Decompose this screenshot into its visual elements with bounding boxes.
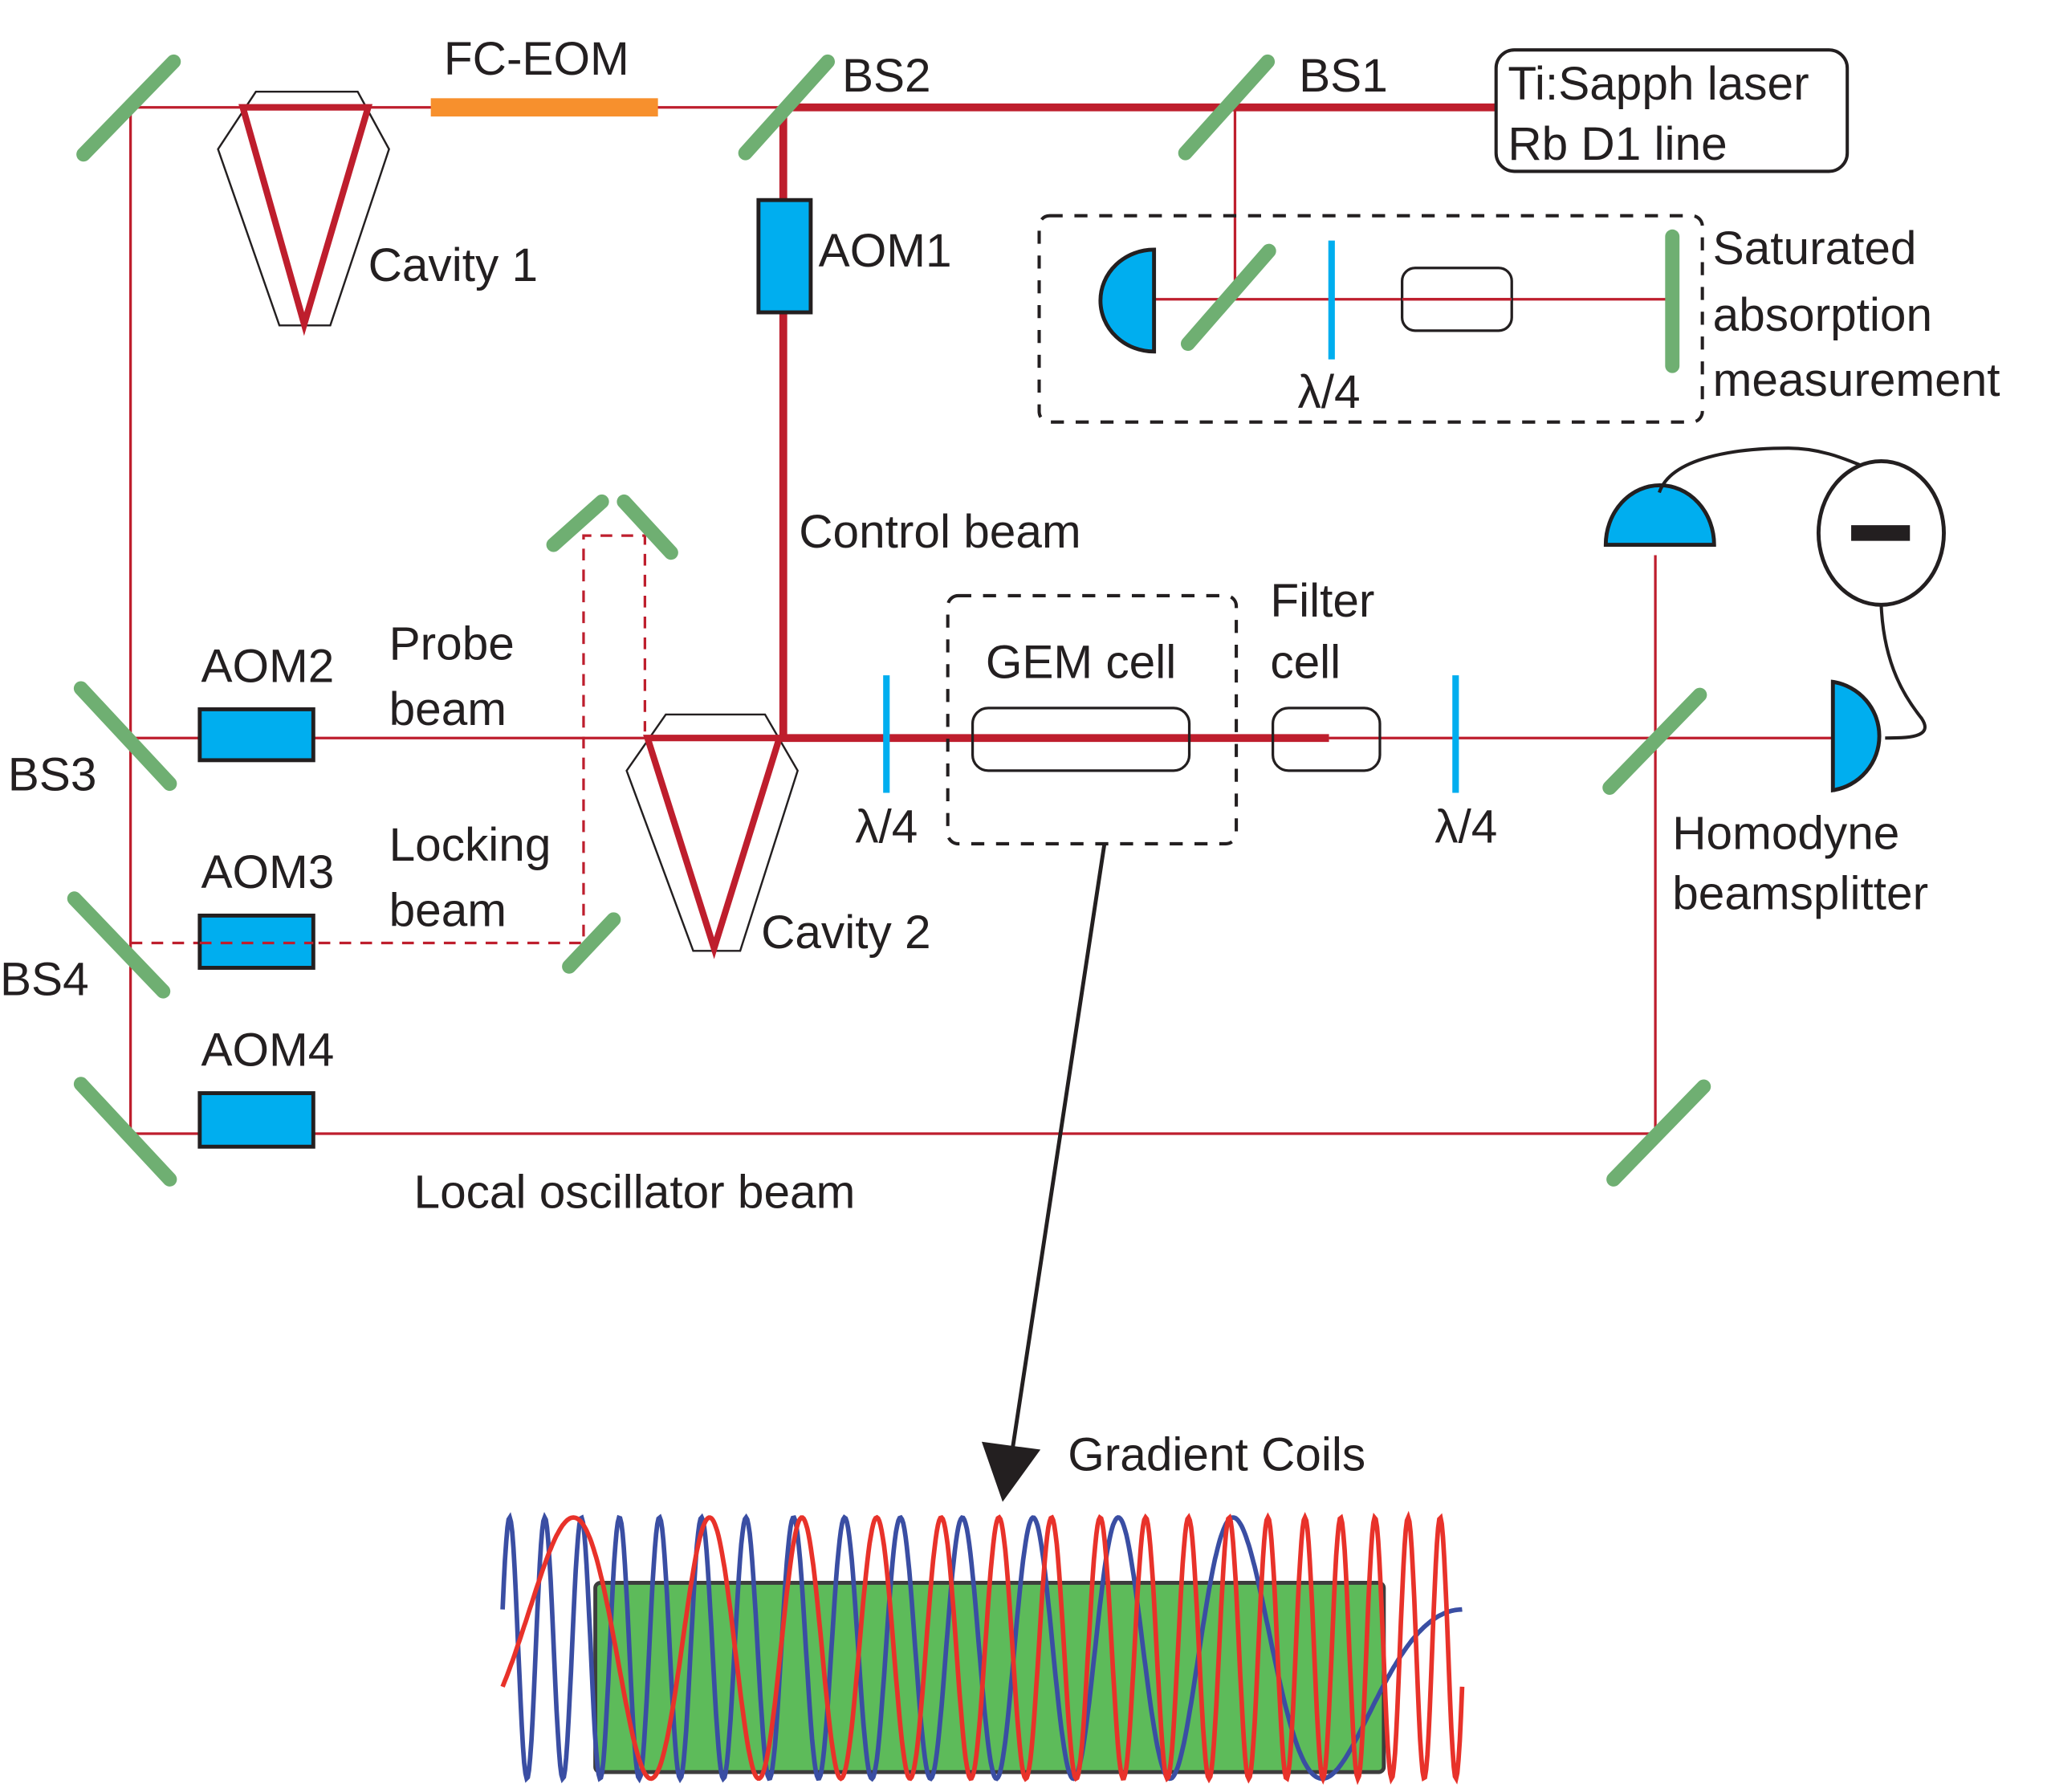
- cavity-1-label: Cavity 1: [368, 239, 538, 291]
- satabs-label-line1: Saturated: [1713, 222, 1917, 275]
- mirror-bottom-right: [1606, 1079, 1711, 1187]
- aom-2-label: AOM2: [201, 640, 334, 692]
- mirror-satabs-bs: [1180, 243, 1276, 352]
- aom-3-label: AOM3: [201, 846, 334, 898]
- cavity-1-beam: [238, 104, 373, 336]
- homodyne-label-line1: Homodyne: [1672, 807, 1899, 859]
- cavity-1: [217, 90, 390, 327]
- mirror-bs2: [738, 54, 836, 161]
- laser-label-line2: Rb D1 line: [1508, 118, 1727, 170]
- cavity-2-label: Cavity 2: [761, 906, 930, 959]
- zoom-arrow-line: [1008, 843, 1107, 1464]
- filter-cell-label-line2: cell: [1270, 636, 1341, 688]
- aom-3: [197, 913, 315, 970]
- aom-1: [756, 198, 813, 315]
- laser-source-box: [1494, 48, 1850, 173]
- cavity-2-beam: [643, 735, 784, 959]
- probe-beam-label-line2: beam: [389, 683, 507, 735]
- quarter-wave-2-label: λ/4: [1435, 800, 1497, 853]
- gem-cell-label: GEM cell: [986, 636, 1176, 688]
- quarter-wave-1-label: λ/4: [855, 800, 918, 853]
- mirror-bs3: [73, 681, 177, 792]
- fc-eom: [430, 98, 658, 117]
- wire-right-detector: [1879, 605, 1927, 740]
- aom-4: [197, 1091, 315, 1149]
- bs2-label: BS2: [842, 50, 931, 102]
- bs1-label: BS1: [1299, 50, 1388, 102]
- gradient-coils-label: Gradient Coils: [1068, 1429, 1365, 1481]
- mirror-bs4: [67, 891, 171, 999]
- control-beam-label: Control beam: [799, 506, 1080, 558]
- locking-beam-label-line1: Locking: [389, 819, 551, 871]
- saturated-absorption-box: [1037, 214, 1704, 424]
- minus-icon: [1851, 525, 1911, 541]
- homodyne-label-line2: beamsplitter: [1672, 867, 1928, 919]
- mirror-lock-left: [546, 494, 609, 552]
- satabs-label-line3: measurement: [1713, 354, 2000, 406]
- beam-locking: [130, 534, 647, 945]
- homodyne-detector-top: [1603, 483, 1716, 547]
- aom-4-label: AOM4: [201, 1024, 334, 1076]
- aom-2: [197, 707, 315, 763]
- mirror-bs1: [1178, 54, 1276, 161]
- mirror-bottom-left: [73, 1077, 177, 1187]
- wire-top-detector: [1658, 446, 1862, 494]
- aom-1-label: AOM1: [819, 225, 952, 277]
- bs3-label: BS3: [8, 748, 97, 800]
- gem-cell-enclosure: [946, 593, 1239, 845]
- fc-eom-label: FC-EOM: [444, 33, 629, 85]
- homodyne-detector-right: [1830, 679, 1882, 793]
- filter-cell: [1271, 707, 1382, 772]
- bs4-label: BS4: [0, 954, 89, 1006]
- locking-beam-label-line2: beam: [389, 884, 507, 936]
- local-oscillator-label: Local oscillator beam: [414, 1167, 856, 1219]
- laser-label-line1: Ti:Sapph laser: [1508, 58, 1809, 110]
- satabs-quarter-wave-label: λ/4: [1298, 366, 1361, 418]
- mirror-lock-right: [617, 494, 678, 560]
- zoom-arrow-head: [981, 1441, 1041, 1502]
- satabs-detector: [1098, 247, 1157, 354]
- cavity-2: [625, 713, 799, 952]
- mirror-lock-bottom: [562, 912, 621, 974]
- probe-beam-label-line1: Probe: [389, 618, 515, 670]
- mirror-homodyne-bs: [1602, 687, 1707, 795]
- satabs-label-line2: absorption: [1713, 289, 1932, 341]
- gradient-coil-red: [500, 1510, 1465, 1786]
- mirror-top-left: [76, 54, 181, 162]
- gradient-coils: [500, 1510, 1465, 1786]
- gem-cell: [971, 707, 1191, 772]
- filter-cell-label-line1: Filter: [1270, 575, 1374, 627]
